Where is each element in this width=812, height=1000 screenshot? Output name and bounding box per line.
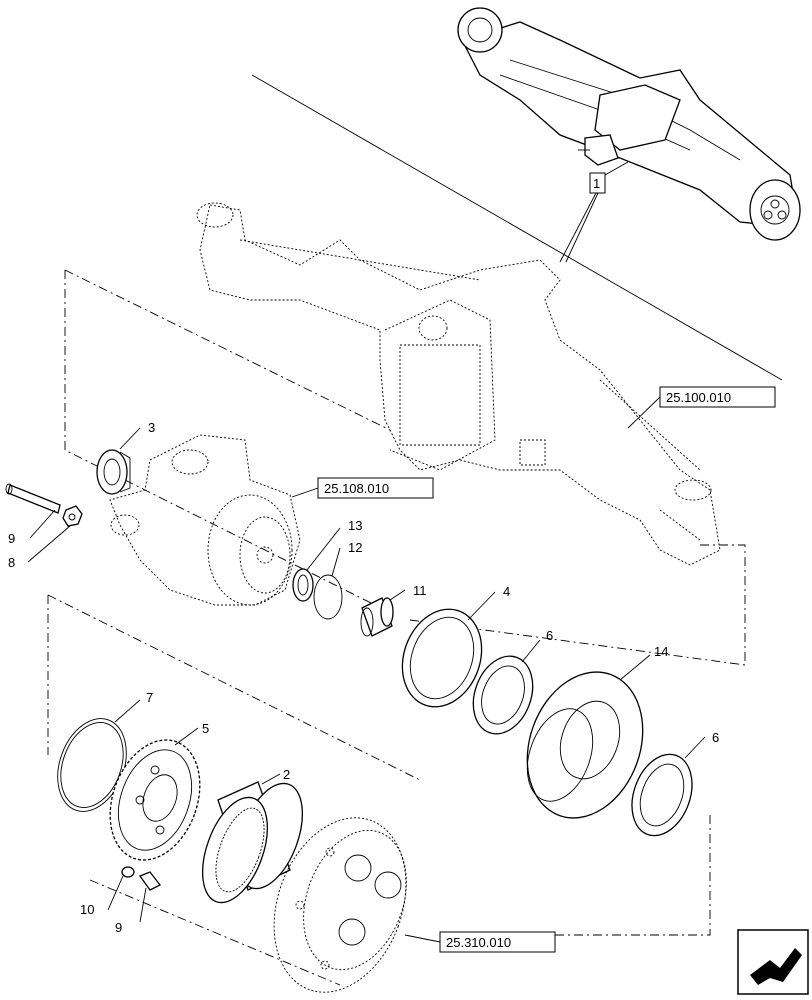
callout-8-label: 8 — [8, 555, 15, 570]
upper-boundary-right — [409, 544, 746, 666]
callout-7-label: 7 — [146, 690, 153, 705]
callout-1: 1 — [559, 161, 629, 263]
callout-11-label: 10 — [80, 902, 94, 917]
axle-housing — [196, 202, 721, 566]
ref-steering-knuckle-label: 25.108.010 — [324, 481, 389, 496]
part-14-ring: 13 — [292, 518, 362, 602]
upper-boundary-left — [64, 270, 386, 611]
ref-planetary-carrier[interactable]: 25.310.010 — [404, 931, 556, 953]
callout-3-label: 3 — [148, 420, 155, 435]
part-13-snap-ring: 12 — [313, 540, 362, 620]
lower-boundary-right — [440, 815, 711, 936]
section-line — [251, 74, 783, 381]
part-8-nut: 8 — [8, 505, 83, 570]
ref-steering-knuckle[interactable]: 25.108.010 — [291, 477, 434, 499]
part-5-gear: 5 — [109, 721, 209, 861]
part-10-bolt: 9 — [115, 871, 161, 935]
callout-1-label: 1 — [593, 176, 600, 191]
ref-axle-housing[interactable]: 25.100.010 — [627, 386, 776, 429]
callout-15-label: 14 — [654, 644, 668, 659]
part-15-wheel-hub: 14 — [526, 644, 668, 819]
part-3-seal: 3 — [96, 420, 155, 495]
callout-6b-label: 6 — [712, 730, 719, 745]
axle-assembly-thumbnail — [457, 7, 801, 241]
callout-2-label: 2 — [283, 767, 290, 782]
part-4-seal-ring: 4 — [401, 584, 510, 708]
part-2-ring-gear: 2 — [202, 767, 303, 904]
lower-boundary-top — [47, 594, 421, 781]
callout-6a-label: 6 — [546, 628, 553, 643]
callout-4-label: 4 — [503, 584, 510, 599]
lower-boundary-bottom — [89, 879, 341, 986]
part-6-bearing-inner: 6 — [472, 628, 553, 735]
callout-13-label: 12 — [348, 540, 362, 555]
ref-planetary-carrier-label: 25.310.010 — [446, 935, 511, 950]
part-6-bearing-outer: 6 — [631, 730, 719, 837]
callout-9-label: 9 — [8, 531, 15, 546]
callout-5-label: 5 — [202, 721, 209, 736]
part-12-bushing: 11 — [360, 583, 427, 637]
planetary-carrier — [273, 817, 407, 993]
next-page-arrow-icon[interactable] — [737, 929, 809, 995]
callout-10-label: 9 — [115, 920, 122, 935]
steering-knuckle — [109, 434, 301, 606]
upper-boundary-top — [64, 269, 391, 431]
ref-axle-housing-label: 25.100.010 — [666, 390, 731, 405]
part-9-pin: 9 — [5, 483, 61, 546]
callout-12-label: 11 — [413, 583, 427, 598]
callout-14-label: 13 — [348, 518, 362, 533]
part-11-washer: 10 — [80, 866, 135, 917]
